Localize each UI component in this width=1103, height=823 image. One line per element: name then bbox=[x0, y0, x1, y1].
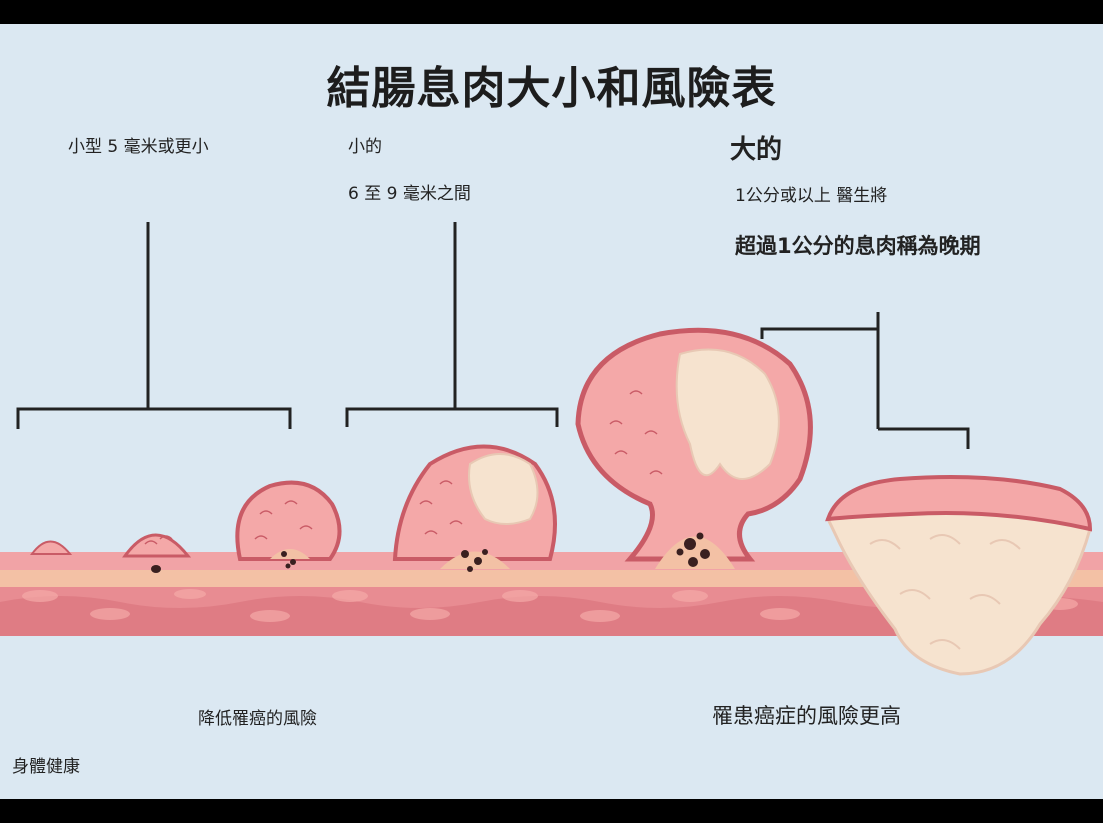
polyp-tiny bbox=[30, 540, 73, 555]
polyp-large-invasive bbox=[825, 474, 1093, 676]
diagram-canvas: 結腸息肉大小和風險表 小型 5 毫米或更小 小的 6 至 9 毫米之間 大的 1… bbox=[0, 24, 1103, 799]
large-polyp-label: 大的 bbox=[730, 135, 783, 165]
bracket-medium bbox=[345, 222, 559, 427]
polyp-small bbox=[122, 533, 192, 573]
page-title: 結腸息肉大小和風險表 bbox=[326, 63, 777, 114]
polyp-small-round bbox=[235, 480, 342, 569]
mucosa-layer bbox=[0, 569, 1103, 587]
large-polyp-size: 1公分或以上 醫生將 bbox=[735, 186, 888, 206]
large-polyp-note: 超過1公分的息肉稱為晚期 bbox=[735, 234, 981, 258]
medium-polyp-size: 6 至 9 毫米之間 bbox=[348, 184, 471, 204]
higher-risk-label: 罹患癌症的風險更高 bbox=[712, 704, 901, 728]
bracket-large bbox=[760, 312, 970, 449]
healthy-label: 身體健康 bbox=[12, 757, 80, 777]
polyp-large-pedunculated bbox=[575, 327, 813, 569]
bracket-small bbox=[16, 222, 292, 429]
small-polyp-label: 小型 5 毫米或更小 bbox=[68, 137, 209, 157]
polyp-medium bbox=[392, 444, 557, 572]
colon-cross-section bbox=[0, 222, 1103, 676]
lower-risk-label: 降低罹癌的風險 bbox=[198, 709, 317, 729]
medium-polyp-label: 小的 bbox=[348, 137, 382, 157]
